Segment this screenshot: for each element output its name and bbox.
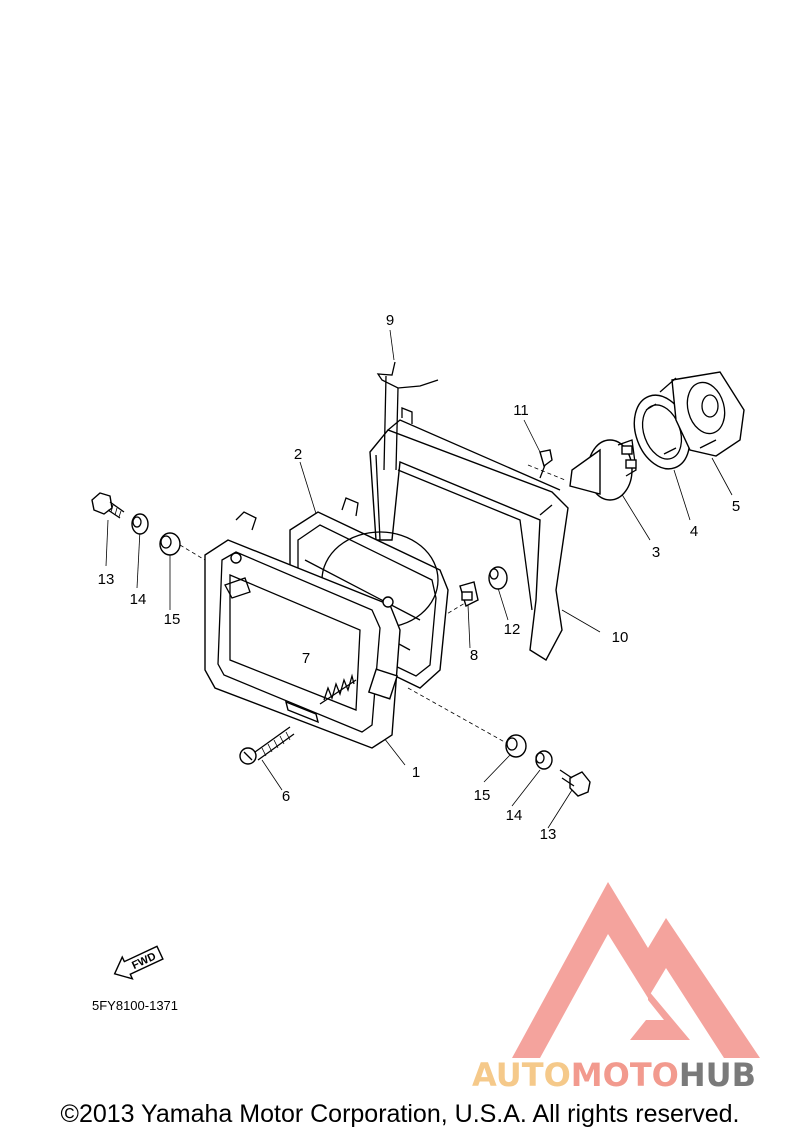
label-3: 3 xyxy=(652,544,660,561)
wire-clip xyxy=(376,361,439,471)
label-13-left: 13 xyxy=(98,571,115,588)
headlight-cover xyxy=(369,407,569,661)
label-9: 9 xyxy=(386,312,394,329)
label-6: 6 xyxy=(282,788,290,805)
headlight-rim xyxy=(204,511,401,749)
label-14-right: 14 xyxy=(506,807,523,824)
collar-12 xyxy=(488,566,508,590)
watermark-triangle-icon xyxy=(512,882,760,1058)
right-fasteners xyxy=(505,734,591,797)
label-10: 10 xyxy=(612,629,629,646)
fwd-arrow: FWD xyxy=(113,945,164,980)
headlight-bulb xyxy=(569,439,637,501)
label-15-right: 15 xyxy=(474,787,491,804)
watermark-logo: AUTOMOTOHUB xyxy=(472,882,760,1094)
label-13-right: 13 xyxy=(540,826,557,843)
nut-8 xyxy=(459,581,479,607)
label-7: 7 xyxy=(302,650,310,667)
watermark-part3: HUB xyxy=(679,1056,756,1094)
leader-lines xyxy=(105,329,733,829)
diagram-code: 5FY8100-1371 xyxy=(92,998,178,1013)
adjusting-screw xyxy=(239,726,295,765)
label-2: 2 xyxy=(294,446,302,463)
label-8: 8 xyxy=(470,647,478,664)
copyright-notice: ©2013 Yamaha Motor Corporation, U.S.A. A… xyxy=(60,1100,740,1128)
watermark-part2: MOTO xyxy=(571,1056,679,1094)
label-1: 1 xyxy=(412,764,420,781)
label-4: 4 xyxy=(690,523,698,540)
watermark-part1: AUTO xyxy=(472,1056,571,1094)
small-screw xyxy=(539,449,553,479)
bulb-cover xyxy=(659,371,745,457)
fwd-arrow-label: FWD xyxy=(130,950,158,971)
label-14-left: 14 xyxy=(130,591,147,608)
adjusting-spring xyxy=(319,673,357,705)
left-fasteners xyxy=(91,492,181,556)
label-15-left: 15 xyxy=(164,611,181,628)
label-5: 5 xyxy=(732,498,740,515)
svg-text:AUTOMOTOHUB: AUTOMOTOHUB xyxy=(472,1056,756,1094)
label-12: 12 xyxy=(504,621,521,638)
label-11: 11 xyxy=(513,402,529,419)
part-labels: 9 2 11 3 4 5 10 12 8 7 1 6 13 14 15 15 1… xyxy=(98,312,741,843)
